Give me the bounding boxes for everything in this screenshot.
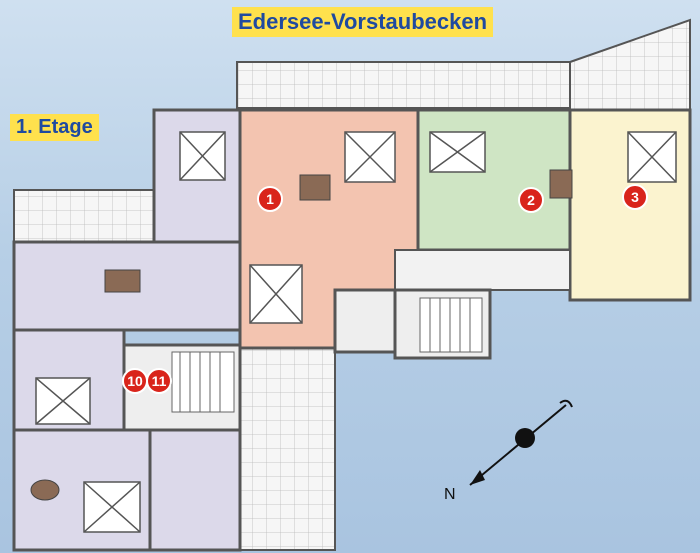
corridor (394, 249, 571, 291)
room-bottom-mid (148, 428, 242, 552)
terrace-bottom (239, 344, 336, 551)
terrace-left (13, 189, 155, 243)
apartment-marker-10: 10 (122, 368, 148, 394)
apartment-marker-1: 1 (257, 186, 283, 212)
stairs-left (171, 351, 235, 413)
floor-label: 1. Etage (10, 114, 99, 141)
bed (249, 264, 303, 324)
dining-table (549, 169, 573, 199)
dining-table (104, 269, 141, 293)
bath-center (333, 288, 397, 354)
bed (35, 377, 91, 425)
bed (83, 481, 141, 533)
bed (627, 131, 677, 183)
bed (344, 131, 396, 183)
apartment-marker-3: 3 (622, 184, 648, 210)
bed (179, 131, 226, 181)
stairs-center (419, 297, 483, 353)
apartment-2 (416, 108, 572, 252)
dining-table (299, 174, 331, 201)
table (30, 479, 60, 501)
apartment-marker-2: 2 (518, 187, 544, 213)
bed (429, 131, 486, 173)
north-arrow-icon (469, 399, 573, 486)
terrace-top (236, 18, 691, 111)
plan-title: Edersee-Vorstaubecken (232, 7, 494, 37)
north-label: N (444, 486, 456, 503)
apartment-marker-11: 11 (146, 368, 172, 394)
